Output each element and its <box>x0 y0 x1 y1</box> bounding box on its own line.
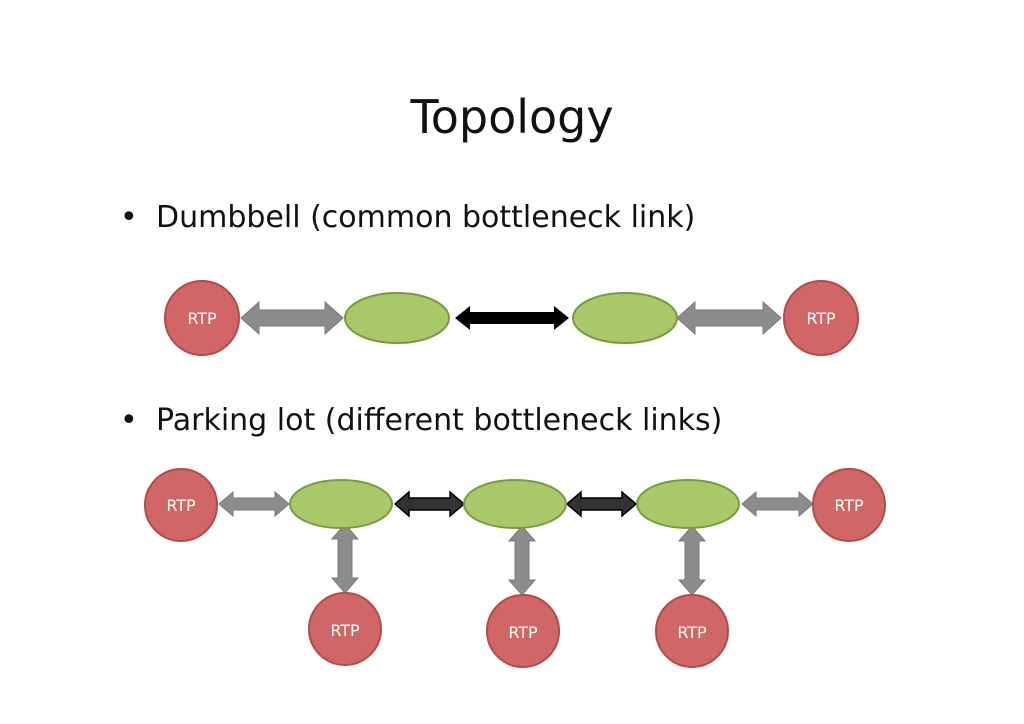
parking-lot-topology: RTP RTP RTP RTP RTP <box>144 468 886 668</box>
router-node <box>463 479 567 529</box>
access-link-arrow <box>741 490 814 518</box>
bottleneck-link-arrow <box>565 490 638 518</box>
endpoint-node <box>308 592 382 666</box>
bottleneck-link-arrow <box>455 306 569 330</box>
bullet-marker: • <box>120 403 138 438</box>
bottleneck-link-arrow <box>393 490 466 518</box>
endpoint-node <box>144 468 218 542</box>
endpoint-label: RTP <box>166 496 196 515</box>
bullet-text: Parking lot (different bottleneck links) <box>156 403 723 438</box>
access-link-arrow <box>240 300 344 336</box>
endpoint-label: RTP <box>806 309 836 328</box>
bullet-marker: • <box>120 200 138 235</box>
endpoint-node <box>812 468 886 542</box>
endpoint-label: RTP <box>834 496 864 515</box>
access-link-arrow <box>676 300 782 336</box>
router-node <box>289 479 393 529</box>
access-link-arrow <box>218 490 290 518</box>
bullet-text: Dumbbell (common bottleneck link) <box>156 200 696 235</box>
endpoint-label: RTP <box>330 621 360 640</box>
endpoint-label: RTP <box>677 623 707 642</box>
router-node <box>572 292 678 344</box>
access-link-arrow <box>330 523 360 594</box>
router-node <box>344 292 450 344</box>
endpoint-node <box>655 594 729 668</box>
access-link-arrow <box>507 525 537 596</box>
bullet-dumbbell: • Dumbbell (common bottleneck link) <box>120 200 695 235</box>
slide-title: Topology <box>410 90 614 144</box>
access-link-arrow <box>677 525 707 596</box>
endpoint-label: RTP <box>508 623 538 642</box>
dumbbell-topology: RTP RTP <box>164 280 859 356</box>
endpoint-label: RTP <box>187 309 217 328</box>
endpoint-node <box>486 594 560 668</box>
router-node <box>636 479 740 529</box>
endpoint-node <box>164 280 240 356</box>
bullet-parking-lot: • Parking lot (different bottleneck links… <box>120 403 722 438</box>
endpoint-node <box>783 280 859 356</box>
